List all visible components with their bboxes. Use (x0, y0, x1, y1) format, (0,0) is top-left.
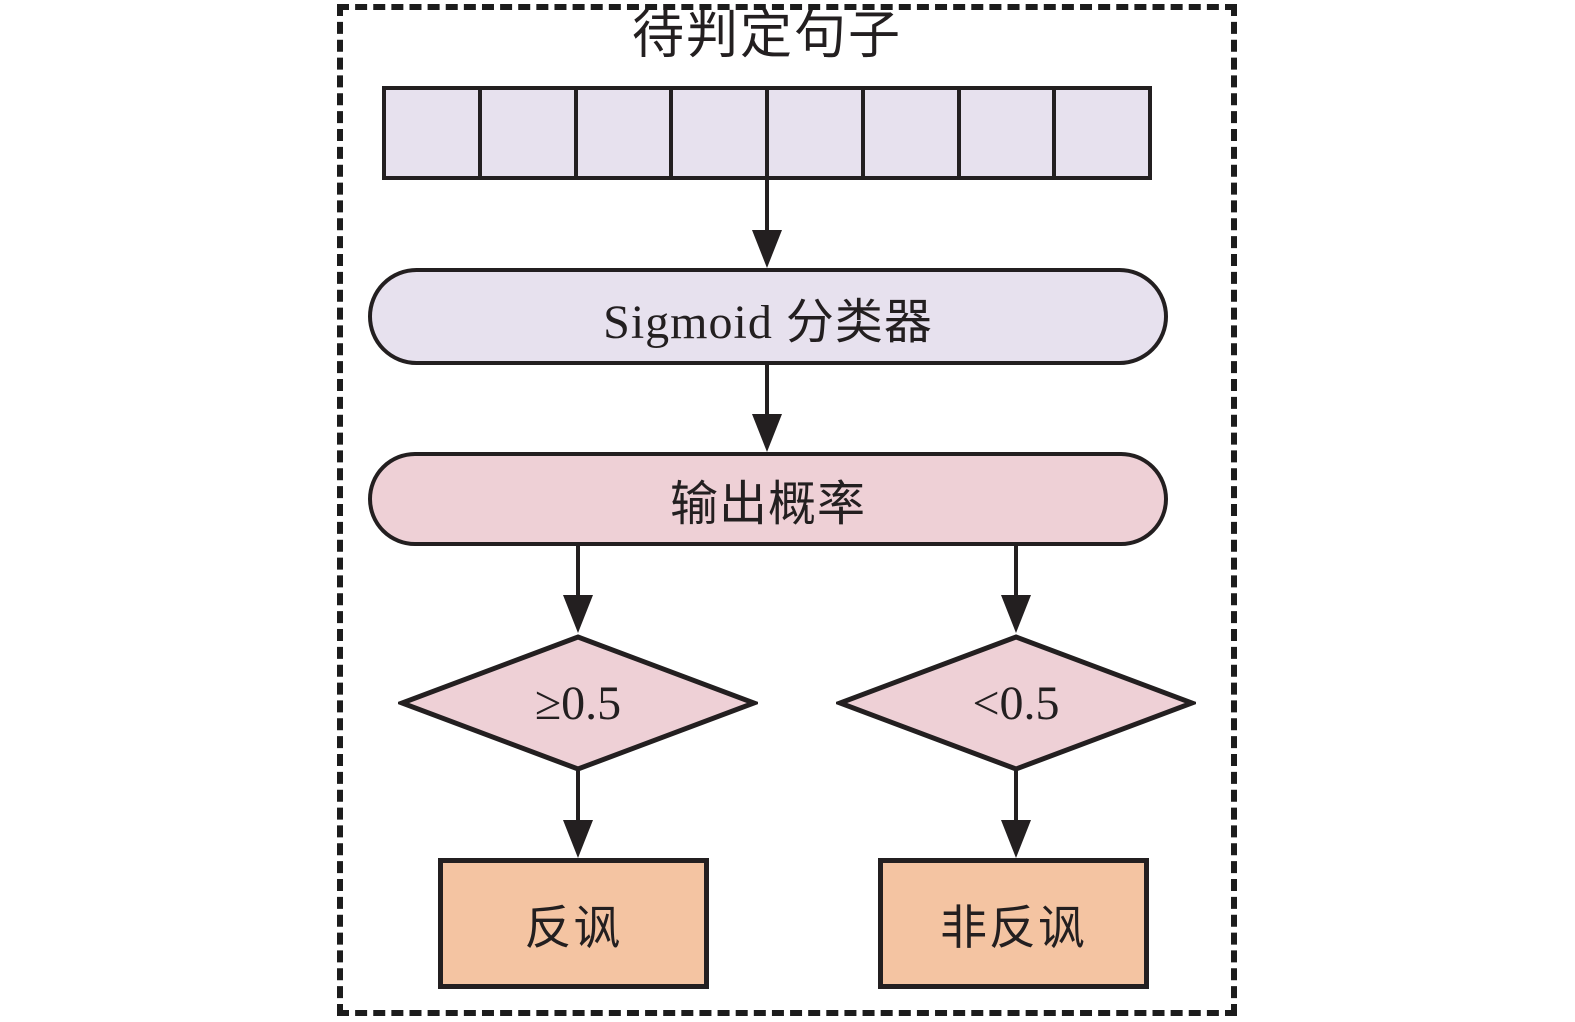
arrow-line (576, 771, 580, 823)
arrow-head-icon (752, 414, 782, 452)
arrow-head-icon (563, 820, 593, 858)
token-cell (477, 90, 574, 176)
node-label: 反讽 (524, 903, 623, 955)
diagram-title: 待判定句子 (631, 8, 902, 65)
arrow-line (1014, 771, 1018, 823)
token-cell (956, 90, 1053, 176)
arrow-line (765, 180, 769, 234)
arrow-head-icon (1001, 595, 1031, 633)
arrow-head-icon (1001, 820, 1031, 858)
token-cell (1052, 90, 1148, 176)
decision-label-ge: ≥0.5 (534, 676, 622, 730)
token-cell (765, 90, 861, 176)
node-label: Sigmoid 分类器 (603, 295, 933, 349)
node-sigmoid-classifier: Sigmoid 分类器 (368, 268, 1168, 365)
arrow-line (576, 546, 580, 598)
decision-diamond-left (398, 634, 758, 772)
node-label: 非反讽 (940, 903, 1087, 955)
node-label: 输出概率 (669, 478, 866, 531)
arrow-line (1014, 546, 1018, 598)
arrow-head-icon (752, 230, 782, 268)
token-cell (669, 90, 765, 176)
decision-diamond-right (836, 634, 1196, 772)
node-output-probability: 输出概率 (368, 452, 1168, 546)
node-result-nonirony: 非反讽 (878, 858, 1149, 989)
token-cell (386, 90, 478, 176)
dashed-border-frame (337, 4, 1237, 1016)
arrow-head-icon (563, 595, 593, 633)
decision-label-lt: <0.5 (972, 676, 1060, 730)
token-row (382, 86, 1152, 180)
node-result-irony: 反讽 (438, 858, 709, 989)
token-cell (573, 90, 670, 176)
arrow-line (765, 365, 769, 417)
token-cell (860, 90, 957, 176)
